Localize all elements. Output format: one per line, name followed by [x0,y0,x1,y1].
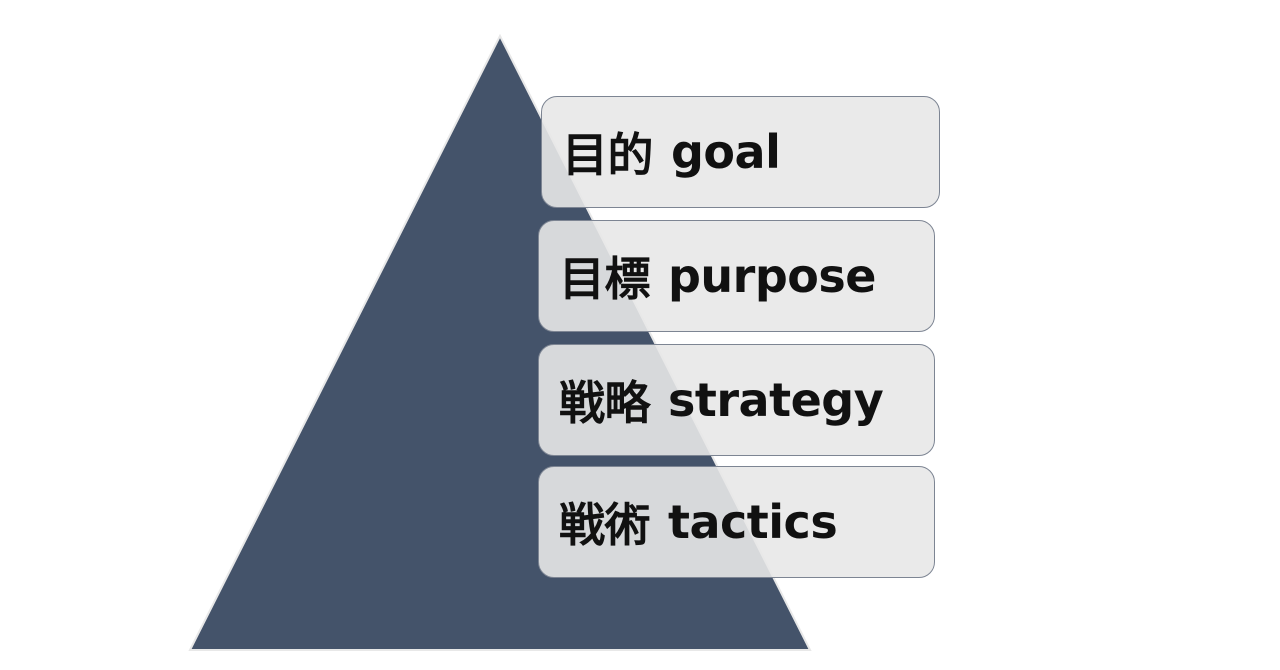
level-tactics-en: tactics [668,495,838,549]
level-purpose: 目標 purpose [538,220,935,332]
level-tactics: 戦術 tactics [538,466,935,578]
level-strategy: 戦略 strategy [538,344,935,456]
level-purpose-jp: 目標 [559,252,651,306]
level-goal-jp: 目的 [562,128,654,182]
level-strategy-en: strategy [668,373,884,427]
level-tactics-jp: 戦術 [559,498,651,552]
level-goal: 目的 goal [541,96,940,208]
level-purpose-en: purpose [668,249,876,303]
level-goal-en: goal [671,125,781,179]
level-strategy-jp: 戦略 [559,376,651,430]
